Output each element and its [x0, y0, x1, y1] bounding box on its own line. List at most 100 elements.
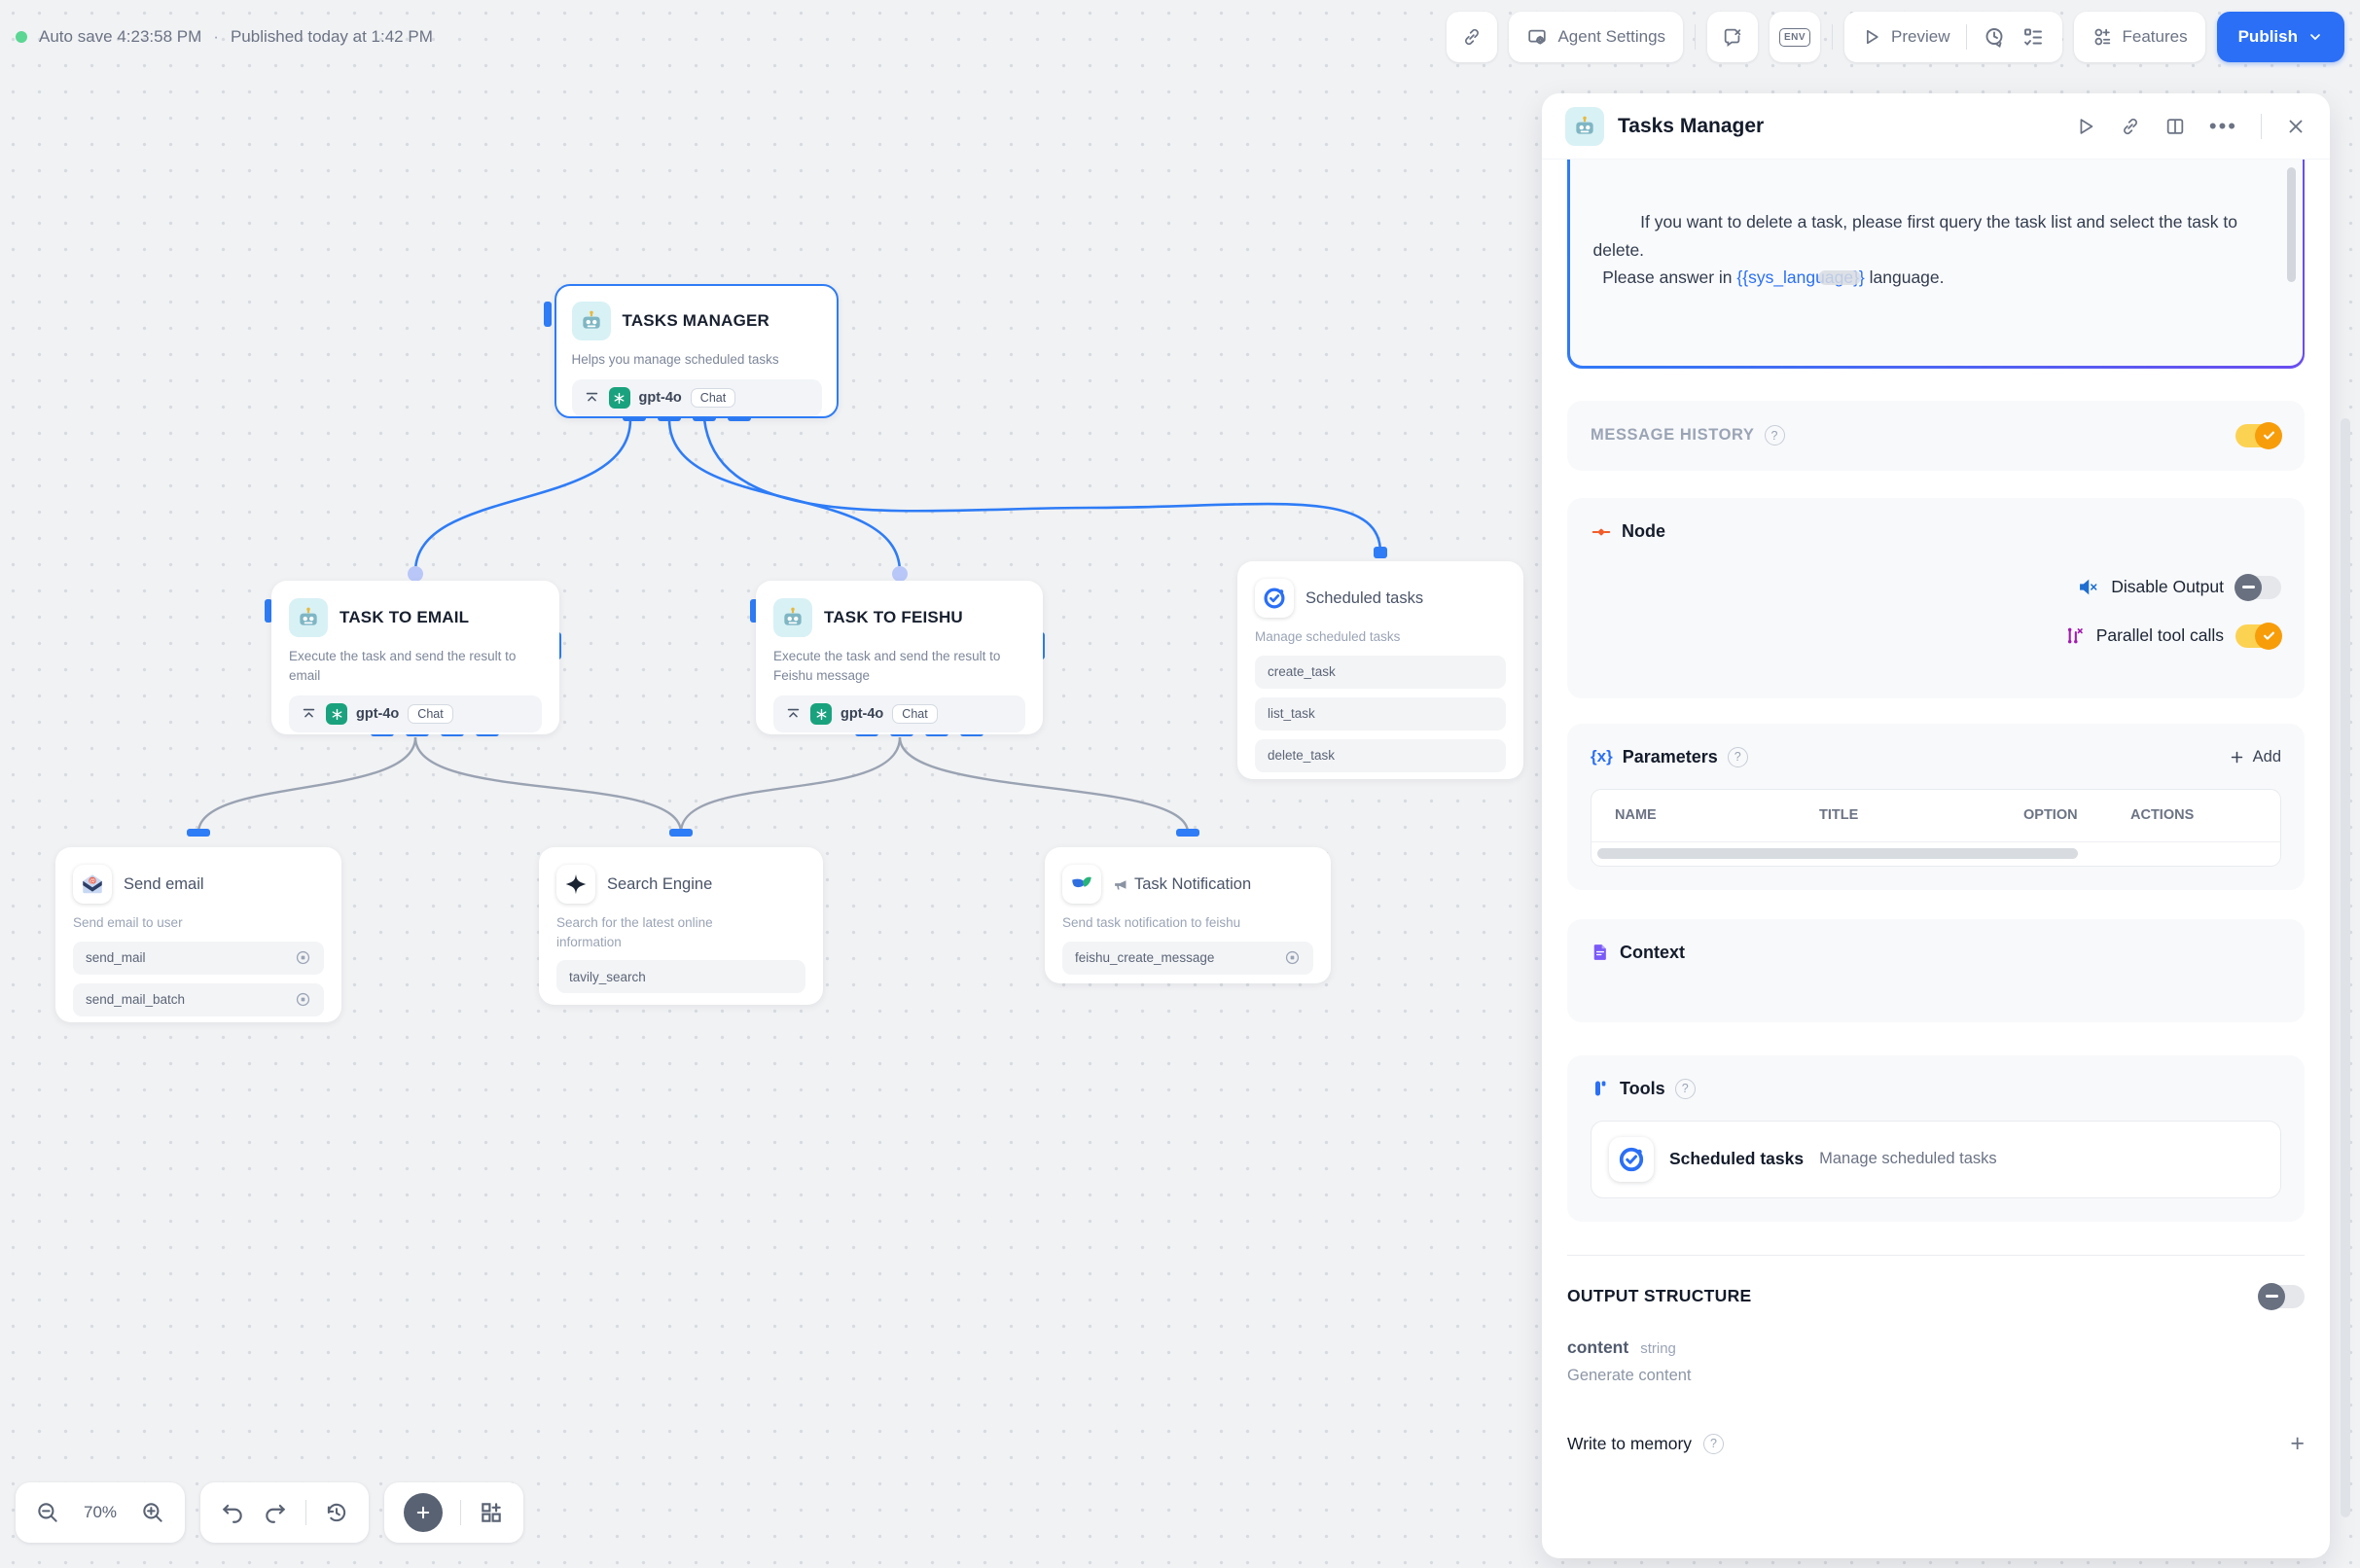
prompt-text: If you want to delete a task, please fir…: [1592, 212, 2237, 288]
agent-settings-button[interactable]: Agent Settings: [1509, 12, 1684, 62]
node-task-to-feishu[interactable]: TASK TO FEISHU Execute the task and send…: [756, 581, 1043, 734]
prompt-scrollbar[interactable]: [2286, 167, 2296, 282]
features-button[interactable]: Features: [2073, 12, 2205, 62]
tool-action-create-task[interactable]: create_task: [1255, 655, 1506, 689]
edge-email-to-search: [413, 736, 683, 834]
output-field-name: content: [1567, 1336, 1629, 1357]
tool-action-delete-task[interactable]: delete_task: [1255, 738, 1506, 772]
edge-endpoint-feishu: [892, 566, 908, 582]
run-node-button[interactable]: [2075, 116, 2096, 137]
model-bar[interactable]: gpt-4o Chat: [773, 695, 1025, 733]
context-icon: [1591, 943, 1610, 962]
edge-manager-to-feishu: [667, 418, 902, 573]
node-task-notification[interactable]: Task Notification Send task notification…: [1045, 847, 1331, 983]
openai-icon: [608, 387, 630, 410]
table-horizontal-scrollbar[interactable]: [1591, 842, 2280, 866]
panel-header: Tasks Manager •••: [1542, 93, 2330, 160]
prompt-text: language.: [1864, 267, 1945, 288]
node-tasks-manager[interactable]: TASKS MANAGER Helps you manage scheduled…: [554, 284, 839, 418]
context-section: Context: [1567, 918, 2305, 1022]
add-parameter-button[interactable]: Add: [2229, 748, 2281, 766]
feishu-icon: [1062, 865, 1101, 904]
model-bar[interactable]: gpt-4o Chat: [289, 695, 542, 733]
edge-endpoint-email: [408, 566, 423, 582]
output-structure-toggle[interactable]: [2258, 1282, 2305, 1310]
agent-settings-label: Agent Settings: [1557, 27, 1666, 46]
node-description: Search for the latest online information: [556, 915, 713, 949]
copy-link-button[interactable]: [1447, 12, 1498, 62]
model-name: gpt-4o: [356, 706, 400, 723]
toolbar-divider: [460, 1500, 461, 1525]
link-icon[interactable]: [2120, 116, 2141, 137]
help-icon[interactable]: ?: [1703, 1433, 1725, 1454]
disable-output-toggle[interactable]: [2235, 573, 2281, 601]
panel-scrollbar[interactable]: [2341, 418, 2350, 1517]
node-task-to-email[interactable]: TASK TO EMAIL Execute the task and send …: [271, 581, 559, 734]
sys-language-variable-token[interactable]: {{sys_language}}: [1736, 267, 1865, 288]
checklist-button[interactable]: [2021, 25, 2045, 49]
add-memory-button[interactable]: +: [2290, 1429, 2305, 1457]
tool-description: Manage scheduled tasks: [1819, 1150, 1997, 1168]
mode-badge: Chat: [892, 704, 938, 725]
system-prompt-editor[interactable]: If you want to delete a task, please fir…: [1567, 160, 2305, 369]
topbar-divider: [1695, 24, 1697, 50]
node-section-title: Node: [1622, 521, 1665, 542]
panel-title: Tasks Manager: [1618, 114, 1765, 137]
model-bar[interactable]: gpt-4o Chat: [571, 379, 822, 417]
context-title: Context: [1620, 942, 1685, 962]
preview-button[interactable]: Preview: [1862, 27, 1950, 47]
model-name: gpt-4o: [840, 706, 884, 723]
run-history-button[interactable]: [1983, 25, 2006, 49]
topbar-divider: [1832, 24, 1834, 50]
parameters-table: NAME TITLE OPTION ACTIONS: [1591, 788, 2281, 867]
annotation-button[interactable]: [1707, 12, 1759, 62]
tool-action-send-mail-batch[interactable]: send_mail_batch: [73, 982, 324, 1016]
autosave-status: Auto save 4:23:58 PM · Published today a…: [16, 27, 433, 47]
autosave-label: Auto save 4:23:58 PM: [39, 27, 202, 46]
column-option: OPTION: [2023, 807, 2078, 824]
collapse-icon: [785, 706, 802, 723]
split-view-icon[interactable]: [2164, 116, 2186, 137]
tool-scheduled-tasks[interactable]: Scheduled tasks Manage scheduled tasks: [1591, 1120, 2281, 1198]
close-panel-button[interactable]: [2285, 116, 2306, 137]
env-variables-button[interactable]: ENV: [1770, 12, 1821, 62]
target-icon: [295, 949, 311, 966]
node-description: Execute the task and send the result to …: [773, 649, 1001, 683]
node-description: Send email to user: [73, 915, 183, 930]
tool-action-list-task[interactable]: list_task: [1255, 696, 1506, 731]
add-controls: [384, 1482, 523, 1543]
change-history-button[interactable]: [324, 1500, 349, 1525]
redo-button[interactable]: [263, 1500, 288, 1525]
undo-button[interactable]: [220, 1500, 245, 1525]
text-cursor: [1817, 270, 1861, 286]
zoom-out-button[interactable]: [35, 1500, 60, 1525]
publish-button[interactable]: Publish: [2216, 12, 2344, 62]
collapse-icon: [584, 390, 600, 407]
auto-layout-button[interactable]: [479, 1500, 504, 1525]
column-actions: ACTIONS: [2130, 807, 2195, 824]
edge-email-to-sendmail: [197, 736, 417, 834]
features-icon: [2092, 26, 2113, 48]
zoom-level[interactable]: 70%: [83, 1503, 118, 1521]
preview-label: Preview: [1891, 27, 1950, 46]
write-to-memory-label: Write to memory: [1567, 1433, 1693, 1453]
add-node-button[interactable]: [404, 1493, 443, 1532]
zoom-in-button[interactable]: [140, 1500, 165, 1525]
column-name: NAME: [1615, 807, 1657, 824]
help-icon[interactable]: ?: [1764, 425, 1785, 446]
node-scheduled-tasks[interactable]: Scheduled tasks Manage scheduled tasks c…: [1237, 561, 1523, 779]
help-icon[interactable]: ?: [1727, 746, 1748, 767]
help-icon[interactable]: ?: [1674, 1078, 1696, 1099]
tool-action-tavily-search[interactable]: tavily_search: [556, 960, 805, 994]
parallel-tool-calls-toggle[interactable]: [2235, 622, 2282, 650]
robot-icon: [289, 598, 328, 637]
node-send-email[interactable]: @ Send email Send email to user send_mai…: [55, 847, 341, 1022]
node-search-engine[interactable]: Search Engine Search for the latest onli…: [539, 847, 823, 1005]
parallel-calls-icon: [2064, 625, 2085, 646]
tool-action-send-mail[interactable]: send_mail: [73, 941, 324, 975]
node-description: Execute the task and send the result to …: [289, 649, 517, 683]
tool-action-feishu-create-message[interactable]: feishu_create_message: [1062, 941, 1313, 975]
message-history-toggle[interactable]: [2235, 421, 2282, 449]
more-options-icon[interactable]: •••: [2208, 113, 2237, 138]
